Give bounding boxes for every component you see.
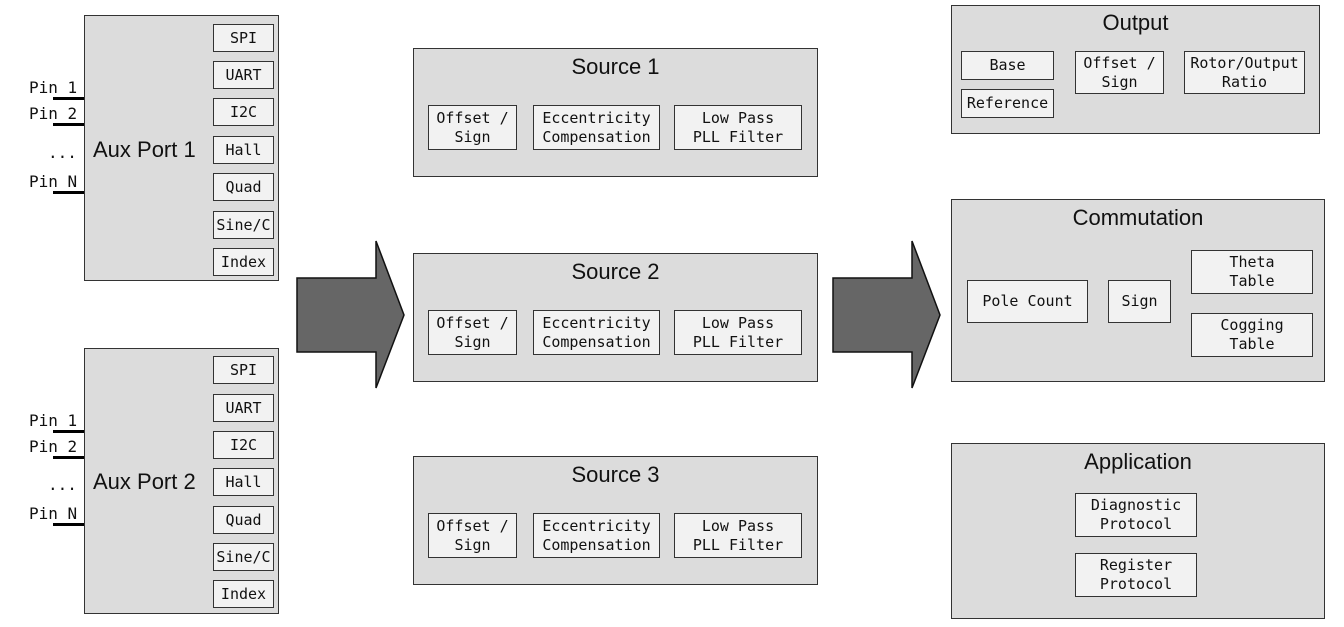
- aux-port-2-panel: Aux Port 2 SPI UART I2C Hall Quad Sine/C…: [84, 348, 279, 614]
- aux-port-1-pin-1-line: [53, 97, 84, 100]
- source-2-eccentricity: Eccentricity Compensation: [533, 310, 660, 355]
- aux-port-1-quad: Quad: [213, 173, 274, 201]
- aux-port-1-title: Aux Port 1: [93, 137, 196, 162]
- source-2-low-pass: Low Pass PLL Filter: [674, 310, 802, 355]
- commutation-cogging-table: Cogging Table: [1191, 313, 1313, 357]
- output-rotor-ratio: Rotor/Output Ratio: [1184, 51, 1305, 94]
- aux-port-2-i2c: I2C: [213, 431, 274, 459]
- commutation-panel: Commutation Pole Count Sign Theta Table …: [951, 199, 1325, 382]
- aux-port-1-hall: Hall: [213, 136, 274, 164]
- aux-port-2-pin-1-line: [53, 430, 84, 433]
- aux-port-2-pin-n-line: [53, 523, 84, 526]
- application-panel: Application Diagnostic Protocol Register…: [951, 443, 1325, 619]
- source-1-title: Source 1: [571, 54, 660, 79]
- aux-port-2-uart: UART: [213, 394, 274, 422]
- commutation-sign: Sign: [1108, 280, 1171, 323]
- output-offset-sign: Offset / Sign: [1075, 51, 1164, 94]
- source-3-eccentricity: Eccentricity Compensation: [533, 513, 660, 558]
- source-3-low-pass: Low Pass PLL Filter: [674, 513, 802, 558]
- aux-port-1-index: Index: [213, 248, 274, 276]
- source-1-offset-sign: Offset / Sign: [428, 105, 517, 150]
- commutation-title: Commutation: [1072, 205, 1204, 230]
- aux-port-2-title: Aux Port 2: [93, 469, 196, 494]
- arrow-right-icon: [832, 240, 941, 389]
- output-title: Output: [1102, 10, 1169, 35]
- commutation-pole-count: Pole Count: [967, 280, 1088, 323]
- source-2-title: Source 2: [571, 259, 660, 284]
- aux-port-1-uart: UART: [213, 61, 274, 89]
- aux-port-1-pin-ellipsis: ...: [48, 143, 77, 162]
- aux-port-1-pin-2-line: [53, 123, 84, 126]
- source-1-panel: Source 1 Offset / Sign Eccentricity Comp…: [413, 48, 818, 177]
- aux-port-2-spi: SPI: [213, 356, 274, 384]
- aux-port-2-hall: Hall: [213, 468, 274, 496]
- application-diagnostic-protocol: Diagnostic Protocol: [1075, 493, 1197, 537]
- aux-port-1-i2c: I2C: [213, 98, 274, 126]
- aux-port-1-pin-n: Pin N: [29, 172, 78, 191]
- commutation-theta-table: Theta Table: [1191, 250, 1313, 294]
- application-title: Application: [1084, 449, 1192, 474]
- output-panel: Output Base Reference Offset / Sign Roto…: [951, 5, 1320, 134]
- aux-port-1-sine-c: Sine/C: [213, 211, 274, 239]
- aux-port-2-pin-n: Pin N: [29, 504, 78, 523]
- aux-port-1-pin-2: Pin 2: [29, 104, 78, 123]
- aux-port-1-pin-n-line: [53, 191, 84, 194]
- aux-port-2-quad: Quad: [213, 506, 274, 534]
- aux-port-2-pin-ellipsis: ...: [48, 475, 77, 494]
- source-3-panel: Source 3 Offset / Sign Eccentricity Comp…: [413, 456, 818, 585]
- aux-port-2-pin-2-line: [53, 456, 84, 459]
- arrow-right-icon: [296, 240, 405, 389]
- aux-port-1-spi: SPI: [213, 24, 274, 52]
- output-base: Base: [961, 51, 1054, 80]
- aux-port-1-panel: Aux Port 1 SPI UART I2C Hall Quad Sine/C…: [84, 15, 279, 281]
- aux-port-2-pin-1: Pin 1: [29, 411, 78, 430]
- aux-port-2-sine-c: Sine/C: [213, 543, 274, 571]
- source-2-panel: Source 2 Offset / Sign Eccentricity Comp…: [413, 253, 818, 382]
- source-1-eccentricity: Eccentricity Compensation: [533, 105, 660, 150]
- application-register-protocol: Register Protocol: [1075, 553, 1197, 597]
- aux-port-2-index: Index: [213, 580, 274, 608]
- source-3-offset-sign: Offset / Sign: [428, 513, 517, 558]
- source-2-offset-sign: Offset / Sign: [428, 310, 517, 355]
- output-reference: Reference: [961, 89, 1054, 118]
- source-3-title: Source 3: [571, 462, 660, 487]
- aux-port-1-pin-1: Pin 1: [29, 78, 78, 97]
- source-1-low-pass: Low Pass PLL Filter: [674, 105, 802, 150]
- aux-port-2-pin-2: Pin 2: [29, 437, 78, 456]
